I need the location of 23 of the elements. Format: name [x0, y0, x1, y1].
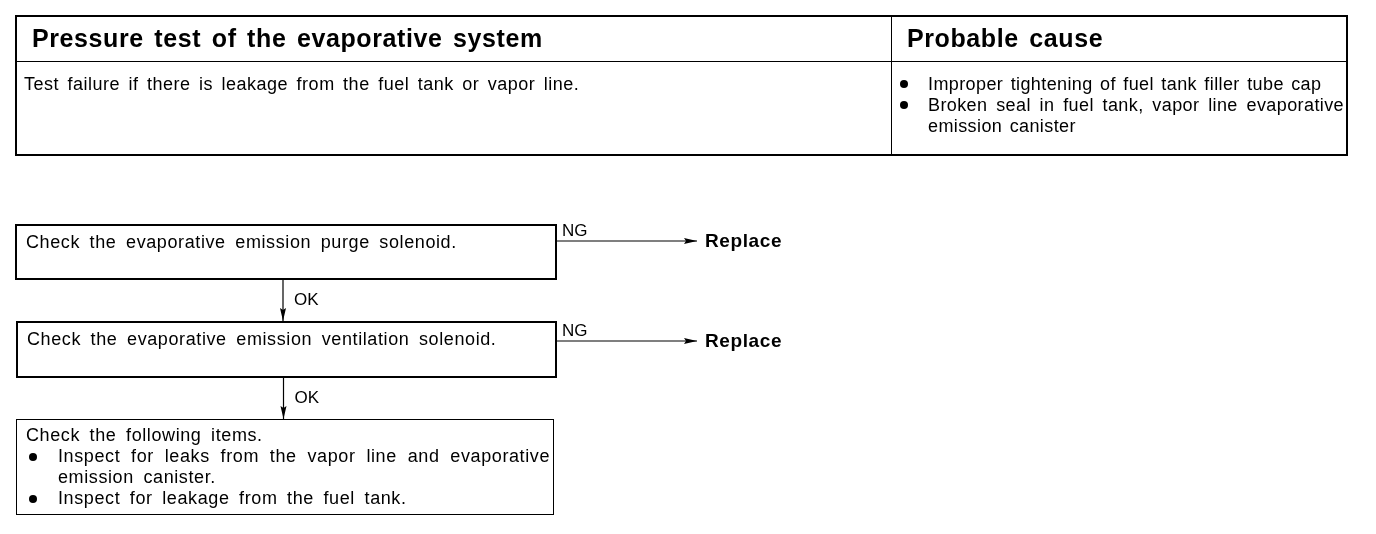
edge-label: OK: [293, 389, 321, 406]
column-heading: Probable cause: [907, 23, 1105, 53]
column-heading: Pressure test of the evaporative system: [32, 23, 544, 53]
arrow: [280, 377, 287, 420]
arrow: [556, 238, 698, 244]
table-text: Test failure if there is leakage from the fuel tank or vapor line.: [24, 74, 581, 95]
process-box: [16, 419, 554, 515]
edge-label: OK: [293, 291, 320, 308]
list-item: Inspect for leaks from the vapor line and evaporative emission canister.: [58, 446, 550, 488]
action-text: Replace: [705, 331, 783, 351]
list-item: Broken seal in fuel tank, vapor line evaporative emission canister: [928, 95, 1344, 137]
step-text: Check the following items.: [26, 425, 264, 446]
process-box: [15, 224, 557, 280]
list-item: Inspect for leakage from the fuel tank.: [58, 488, 407, 509]
arrow: [280, 279, 286, 322]
process-box: [16, 321, 557, 378]
edge-label: NG: [561, 323, 589, 339]
action-text: Replace: [705, 231, 783, 251]
list-item: Improper tightening of fuel tank filler tube cap: [928, 74, 1322, 95]
step-text: Check the evaporative emission purge solenoid.: [26, 232, 458, 253]
step-text: Check the evaporative emission ventilation solenoid.: [27, 329, 498, 350]
arrow: [556, 338, 698, 344]
edge-label: NG: [561, 223, 589, 239]
